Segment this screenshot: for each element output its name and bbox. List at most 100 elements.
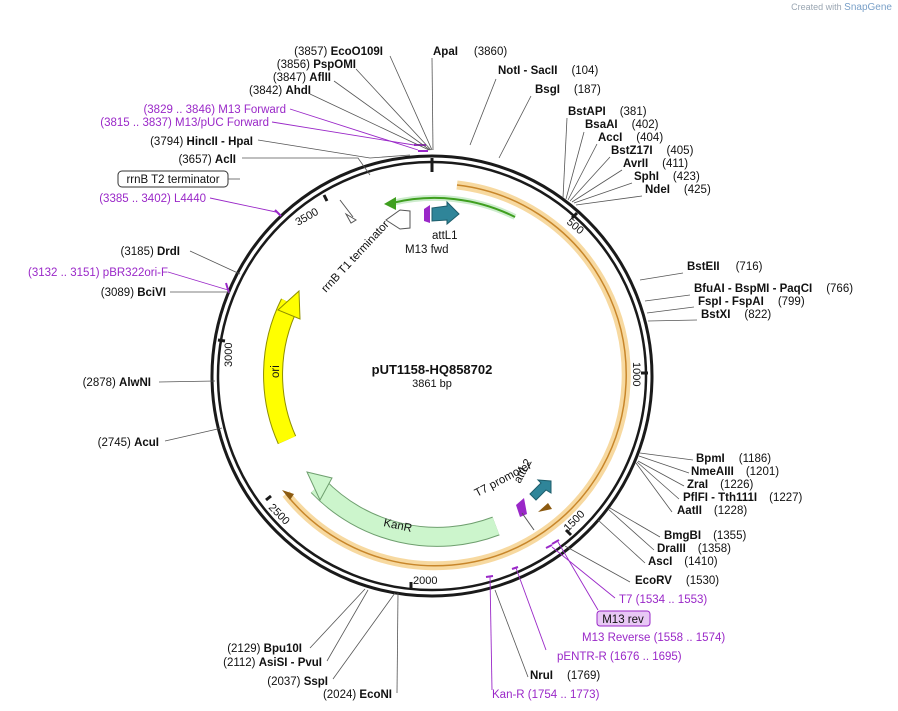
site-label-bstz17i: BstZ17I(405) (611, 145, 694, 157)
leader-bstz17i (569, 156, 611, 202)
site-label-sphi: SphI(423) (634, 171, 700, 183)
rrnb-t2-leader (339, 199, 354, 218)
site-label-ndei: NdeI(425) (645, 184, 711, 196)
site-label-bpmi: BpmI(1186) (696, 453, 771, 465)
leader-primer-t7 (551, 546, 616, 599)
leader-primer-pbr322ori (167, 271, 229, 291)
credit-prefix: Created with (791, 2, 842, 12)
site-label-apai: ApaI(3860) (433, 46, 507, 58)
leader-draiii (607, 508, 655, 551)
site-label-bsaai: BsaAI(402) (585, 119, 659, 131)
ori-arrowhead (277, 289, 301, 320)
site-label-econi: (2024) EcoNI (323, 689, 392, 701)
leader-sphi (573, 182, 633, 204)
tick-mark-1500 (564, 528, 573, 537)
tick-label-2000: 2000 (413, 575, 437, 587)
t7-promoter-leader (521, 512, 535, 531)
leader-alwni (158, 380, 216, 383)
leader-bfuai (644, 294, 691, 302)
leader-asisi (326, 589, 369, 662)
leader-drdi (189, 250, 241, 275)
plasmid-length: 3861 bp (412, 378, 452, 390)
rrnb-t1-terminator-arrow (385, 209, 411, 230)
site-label-ecorv: EcoRV(1530) (635, 575, 719, 587)
orange-arrowhead-right (538, 503, 552, 512)
leader-ahdi (309, 93, 430, 151)
leader-avrii (571, 169, 623, 203)
leader-ecoo109i (389, 55, 433, 151)
backbone-outer (210, 154, 654, 598)
site-label-draiii: DraIII(1358) (657, 543, 731, 555)
green-arrowhead (384, 197, 396, 210)
site-label-ecoo109i: (3857) EcoO109I (294, 46, 383, 58)
kanr-arc-fill (311, 479, 500, 546)
site-label-ahdi: (3842) AhdI (249, 85, 311, 97)
leader-aflii (333, 80, 431, 151)
leader-primer-kan-r (489, 575, 493, 691)
primer-mark-pbr322ori (225, 282, 230, 294)
leader-bstapi (562, 117, 568, 199)
ori-arc-fill (264, 298, 299, 444)
leader-nrui (494, 589, 529, 678)
m13-rev-label: M13 rev (602, 614, 644, 626)
site-label-bfuai-bspmi-paqci: BfuAI - BspMI - PaqCI(766) (694, 283, 853, 295)
primer-mark-pentr-r (511, 566, 519, 570)
snapgene-logo: SnapGene (844, 2, 892, 13)
tick-mark-3500 (322, 194, 329, 202)
primer-label-m13-forward: (3829 .. 3846) M13 Forward (143, 104, 286, 116)
site-label-bcivi: (3089) BciVI (101, 287, 166, 299)
site-label-fspi-fspai: FspI - FspAI(799) (698, 296, 805, 308)
tick-mark-2500 (265, 494, 272, 502)
site-label-avrii: AvrII(411) (623, 158, 688, 170)
leader-aatii (635, 462, 673, 513)
plasmid-name: pUT1158-HQ858702 (372, 362, 493, 377)
leader-pflfi (636, 461, 680, 500)
site-label-drdi: (3185) DrdI (121, 246, 180, 258)
rrnb-t2-terminator-label: rrnB T2 terminator (126, 174, 219, 186)
site-label-bstxi: BstXI(822) (701, 309, 771, 321)
snapgene-credit: Created with SnapGene (791, 2, 892, 13)
primer-leaders (167, 108, 616, 691)
primer-label-l4440: (3385 .. 3402) L4440 (99, 193, 206, 205)
leader-bstxi (647, 319, 698, 322)
site-label-nrui: NruI(1769) (530, 670, 600, 682)
leader-pspomi (355, 68, 432, 151)
site-label-hincii-hpai: (3794) HincII - HpaI (150, 136, 253, 148)
leader-primer-m13-forward (289, 108, 419, 151)
orange-arrowhead-left (282, 490, 294, 500)
primer-label-t7: T7 (1534 .. 1553) (619, 594, 707, 606)
attl1-arrow (431, 200, 460, 226)
leader-primer-pentr-r (515, 567, 547, 651)
leader-bsaai (565, 131, 585, 200)
site-label-alwni: (2878) AlwNI (83, 377, 151, 389)
leader-bpmi (639, 452, 694, 461)
primer-mark-kan-r (485, 575, 494, 578)
tick-label-1000: 1000 (630, 362, 642, 386)
site-label-acui: (2745) AcuI (98, 437, 159, 449)
site-label-acci: AccI(404) (598, 132, 663, 144)
leader-bsteii (639, 272, 684, 281)
attl2-arrow (529, 479, 552, 501)
site-label-aflii: (3847) AflII (273, 72, 331, 84)
green-arrow-line (391, 196, 516, 218)
site-label-sspi: (2037) SspI (267, 676, 328, 688)
leader-bsgi (498, 95, 532, 159)
site-label-pspomi: (3856) PspOMI (277, 59, 356, 71)
site-label-bsgi: BsgI(187) (535, 84, 601, 96)
leader-noti (469, 78, 497, 146)
tick-label-3000: 3000 (223, 343, 235, 367)
leader-primer-l4440 (209, 197, 277, 213)
site-label-zrai: ZraI(1226) (687, 479, 754, 491)
leader-fspi (646, 306, 695, 314)
kanr-arrowhead (306, 471, 333, 502)
tick-mark-500 (570, 211, 579, 220)
leader-econi (396, 592, 399, 694)
feature-label-m13-fwd: M13 fwd (405, 244, 448, 256)
leader-acli (242, 157, 371, 176)
site-label-aatii: AatII(1228) (677, 505, 747, 517)
site-label-nmeaiii: NmeAIII(1201) (691, 466, 779, 478)
site-label-noti-sacii: NotI - SacII(104) (498, 65, 598, 77)
leader-primer-m13-puc-forward (271, 121, 415, 146)
leader-ndei (575, 195, 643, 206)
